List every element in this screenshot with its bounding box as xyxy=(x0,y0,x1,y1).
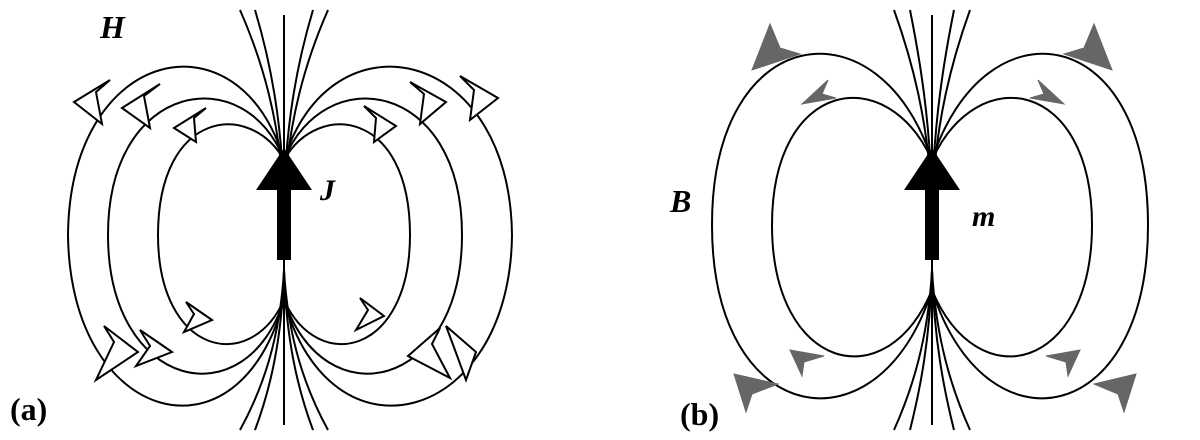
arrowhead-icon xyxy=(1029,79,1066,105)
arrowhead-icon xyxy=(406,327,453,381)
h-field-arrowheads xyxy=(72,75,500,383)
arrowhead-icon xyxy=(1062,22,1113,71)
arrowhead-icon xyxy=(72,79,111,127)
magnetization-arrow xyxy=(256,148,312,260)
arrowhead-icon xyxy=(1045,349,1081,378)
h-field-lines xyxy=(66,9,514,431)
panel-b: B m (b) xyxy=(669,9,1150,432)
moment-arrow xyxy=(904,148,960,260)
arrowhead-icon xyxy=(120,83,161,131)
arrowhead-icon xyxy=(800,79,837,105)
arrowhead-icon xyxy=(133,329,175,369)
arrowhead-icon xyxy=(93,325,140,383)
arrowhead-icon xyxy=(172,107,207,144)
source-label-j: J xyxy=(319,174,336,207)
b-field-arrowheads xyxy=(733,22,1137,414)
arrowhead-icon xyxy=(181,301,215,335)
arrowhead-icon xyxy=(751,22,802,71)
arrowhead-icon xyxy=(459,75,500,123)
arrowhead-icon xyxy=(1092,373,1137,414)
source-label-m: m xyxy=(972,200,995,233)
panel-label-a: (a) xyxy=(10,391,47,427)
arrowhead-icon xyxy=(445,325,478,383)
arrowhead-icon xyxy=(363,105,398,145)
arrowhead-icon xyxy=(353,297,386,333)
arrowhead-icon xyxy=(409,81,448,127)
arrowhead-icon xyxy=(733,373,780,414)
arrowhead-icon xyxy=(789,349,825,378)
field-label-b: B xyxy=(669,183,691,219)
panel-label-b: (b) xyxy=(680,396,719,432)
field-label-h: H xyxy=(99,9,126,45)
panel-a: H J (a) xyxy=(10,9,514,431)
